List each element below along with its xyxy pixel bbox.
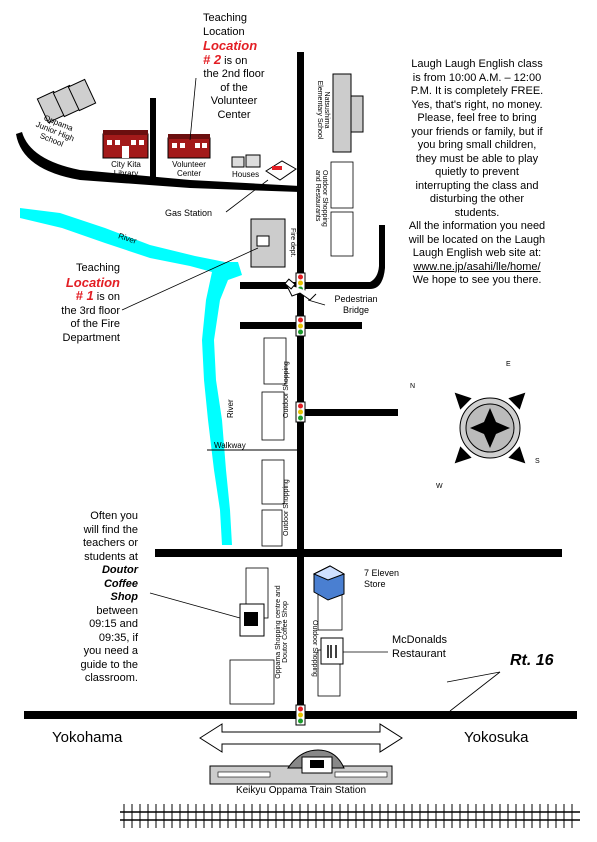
doutor-after2: 09:35, if — [98, 631, 138, 644]
river — [20, 208, 242, 545]
compass-n: N — [410, 383, 416, 390]
location1-line1: Teaching — [75, 262, 120, 274]
compass-w: W — [436, 483, 443, 490]
location2-highlight1: Location — [203, 38, 258, 53]
label-outdoor2: Outdoor Shopping — [283, 479, 290, 536]
label-station: Keikyu Oppama Train Station — [235, 785, 367, 796]
info-line3: Yes, that's right, no money. — [411, 98, 543, 111]
doutor-line2: teachers or — [82, 537, 138, 549]
doutor-coffee-icon — [239, 603, 265, 637]
label-mcd: McDonalds Restaurant — [392, 634, 448, 660]
location1-highlight1: Location — [65, 274, 120, 290]
label-shopping-rest: Outdoor Shopping and Restaurants — [314, 170, 328, 227]
info-line4: Please, feel free to bring — [417, 112, 537, 124]
label-yokohama: Yokohama — [52, 729, 123, 746]
elementary-school-building — [332, 73, 364, 153]
location2-line1: Teaching — [203, 12, 248, 24]
doutor-after3: you need a — [83, 645, 138, 657]
location2-rest2: of the — [220, 81, 248, 94]
label-library: City Kita Library — [111, 160, 141, 178]
doutor-after5: classroom. — [84, 672, 138, 684]
school-buildings — [36, 78, 97, 124]
label-bridge: Pedestrian Bridge — [334, 294, 378, 315]
compass-rose — [454, 392, 526, 464]
info-line7: they must be able to play — [415, 152, 539, 165]
location2-line2: Location — [203, 25, 245, 38]
doutor-line0: Often you — [90, 510, 138, 522]
info-line1: is from 10:00 A.M. – 12:00 — [412, 71, 542, 84]
doutor-after1: 09:15 and — [89, 618, 138, 630]
label-volunteer: Volunteer Center — [172, 160, 206, 178]
info-line13: will be located on the Laugh — [408, 233, 546, 246]
location2-rest4: Center — [217, 108, 251, 121]
info-line12: All the information you need — [408, 220, 546, 232]
compass-s: S — [535, 458, 540, 465]
doutor-line1: will find the — [83, 523, 138, 536]
label-outdoor1: Outdoor Shopping — [283, 361, 290, 418]
location1-rest0: is on — [96, 291, 120, 303]
info-line16: We hope to see you there. — [412, 274, 542, 286]
mcdonalds-icon — [320, 637, 344, 665]
info-line11: students. — [454, 206, 500, 219]
label-fire: Fire dept. — [289, 228, 296, 258]
doutor-after0: between — [96, 604, 138, 617]
label-elementary: Natsushima Elementary School — [316, 80, 330, 140]
label-houses: Houses — [232, 170, 260, 179]
doutor-line3: students at — [84, 550, 138, 563]
doutor-callout: Often you will find the teachers or stud… — [70, 510, 139, 686]
info-line8: quietly to prevent — [435, 166, 519, 178]
location2-rest0: is on — [224, 54, 248, 67]
label-gas: Gas Station — [165, 208, 213, 218]
traffic-lights — [295, 272, 306, 726]
library-building — [102, 130, 149, 159]
location1-callout: Teaching Location # 1 is on the 3rd floo… — [50, 262, 120, 345]
doutor-bold1: Coffee — [103, 577, 138, 590]
info-block: Laugh Laugh English class is from 10:00 … — [394, 58, 560, 288]
label-river2: River — [226, 399, 235, 418]
houses-icon — [231, 154, 261, 168]
pedestrian-bridge-icon — [284, 278, 317, 301]
label-seven: 7 Eleven Store — [364, 568, 400, 589]
location2-callout: Teaching Location Location # 2 is on the… — [203, 12, 273, 122]
label-oppama-centre: Oppama Shopping centre and Doutor Coffee… — [275, 585, 289, 679]
doutor-bold0: Doutor — [101, 564, 138, 576]
info-line5: your friends or family, but if — [411, 125, 543, 138]
direction-arrow — [199, 723, 403, 753]
railway-ties — [123, 804, 573, 828]
location1-rest1: the 3rd floor — [61, 304, 120, 317]
info-line6: you bring small children, — [417, 139, 537, 151]
railway-tracks — [120, 811, 580, 821]
label-route: Rt. 16 — [510, 652, 554, 669]
location1-rest3: Department — [62, 331, 120, 344]
location1-highlight2: # 1 — [75, 288, 94, 303]
compass-e: E — [506, 361, 511, 368]
label-walkway: Walkway — [214, 441, 246, 450]
info-line2: P.M. It is completely FREE. — [410, 85, 544, 97]
info-line14: Laugh English web site at: — [412, 247, 542, 259]
label-outdoor3: Outdoor Shopping — [311, 620, 318, 677]
seven-eleven-icon — [312, 565, 346, 601]
fire-dept-building — [250, 218, 286, 268]
train-station — [209, 749, 393, 785]
location2-rest3: Volunteer — [210, 95, 258, 107]
website-link[interactable]: www.ne.jp/asahi/lle/home/ — [413, 260, 541, 273]
label-yokosuka: Yokosuka — [464, 729, 529, 746]
info-line10: disturbing the other — [429, 193, 525, 205]
location1-rest2: of the Fire — [70, 318, 120, 330]
info-line0: Laugh Laugh English class — [411, 58, 543, 70]
location2-rest1: the 2nd floor — [203, 68, 265, 80]
info-line9: interrupting the class and — [415, 179, 539, 192]
doutor-bold2: Shop — [110, 591, 139, 603]
volunteer-building — [167, 134, 211, 159]
doutor-after4: guide to the — [80, 658, 139, 671]
location2-highlight2: # 2 — [203, 51, 222, 67]
gas-station-icon — [265, 160, 297, 181]
